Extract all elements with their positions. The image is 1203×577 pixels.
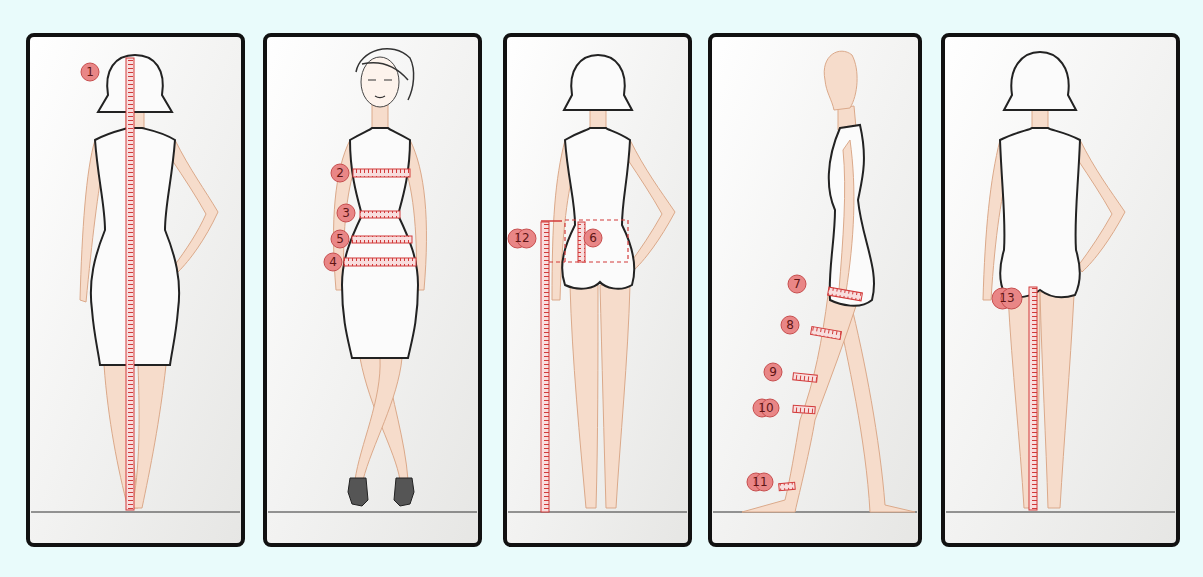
hair (1004, 52, 1076, 110)
measuring-tape (828, 287, 863, 301)
neck (372, 104, 388, 130)
bodysuit (829, 125, 874, 306)
callout-badge: 3 (336, 203, 356, 223)
callout-number: 4 (323, 252, 343, 272)
callout-number: 1 (80, 62, 100, 82)
leg (355, 358, 402, 480)
leg (132, 365, 166, 508)
panel-frame (710, 35, 920, 545)
measuring-tape (793, 405, 815, 414)
measuring-tape (541, 222, 549, 512)
callout-number: 6 (583, 228, 603, 248)
measuring-tape (578, 222, 585, 262)
callout-number: 5 (330, 229, 350, 249)
callout-number: 3 (336, 203, 356, 223)
measuring-tape (352, 236, 412, 243)
panel-frame (505, 35, 690, 545)
callout-badge: 11 (746, 472, 774, 492)
callout-number: 7 (787, 274, 807, 294)
callout-number: 10 (752, 398, 780, 418)
hair (564, 55, 632, 110)
ground-line (508, 512, 687, 513)
callout-circle (81, 63, 99, 81)
callout-number: 9 (763, 362, 783, 382)
callout-circle (324, 253, 342, 271)
arm (172, 140, 218, 272)
ground-line (31, 512, 240, 513)
hair (98, 55, 172, 112)
measuring-tape (344, 258, 416, 266)
callout-circle (788, 275, 806, 293)
callout-badge: 1 (80, 62, 100, 82)
callout-circle (781, 316, 799, 334)
arm (628, 140, 675, 272)
dress (342, 128, 418, 358)
callout-badge: 10 (752, 398, 780, 418)
leg (570, 285, 598, 508)
leg (742, 295, 858, 512)
dashed-guide (549, 261, 565, 262)
callout-badge: 12 (507, 228, 537, 249)
measuring-tape (793, 373, 818, 382)
callout-badge: 4 (323, 252, 343, 272)
arm (1078, 140, 1125, 272)
panel-frame (943, 35, 1178, 545)
callout-badge: 9 (763, 362, 783, 382)
callout-number: 13 (991, 287, 1023, 310)
leg (600, 285, 630, 508)
shoe (394, 478, 414, 506)
dashed-guide (565, 220, 628, 262)
callout-circle (584, 229, 602, 247)
head (824, 51, 857, 110)
bodysuit (562, 128, 634, 289)
ground-line (268, 512, 477, 513)
tape-end (541, 220, 562, 222)
panel-frame (265, 35, 480, 545)
measuring-tape (1029, 287, 1037, 510)
leg (1040, 292, 1074, 508)
callout-badge: 13 (991, 287, 1023, 310)
measuring-tape (126, 58, 134, 510)
callout-circle (337, 204, 355, 222)
face (361, 57, 399, 107)
callout-number: 12 (507, 228, 537, 249)
ground-line (946, 512, 1175, 513)
callout-badge: 6 (583, 228, 603, 248)
measuring-tape (811, 326, 842, 339)
callout-badge: 2 (330, 163, 350, 183)
arm (839, 140, 854, 292)
measuring-tape (353, 169, 410, 177)
callout-circle (331, 230, 349, 248)
callout-number: 2 (330, 163, 350, 183)
callout-circle (764, 363, 782, 381)
measuring-tape (360, 211, 400, 218)
shoe (348, 478, 368, 506)
callout-badge: 7 (787, 274, 807, 294)
bodysuit (1000, 128, 1080, 297)
callout-number: 8 (780, 315, 800, 335)
face-detail (368, 80, 392, 98)
callout-circle (331, 164, 349, 182)
callout-badge: 5 (330, 229, 350, 249)
callout-badge: 8 (780, 315, 800, 335)
dress (91, 128, 179, 365)
callout-number: 11 (746, 472, 774, 492)
hair (356, 49, 414, 100)
panel-frame (28, 35, 243, 545)
measuring-tape (779, 482, 796, 490)
